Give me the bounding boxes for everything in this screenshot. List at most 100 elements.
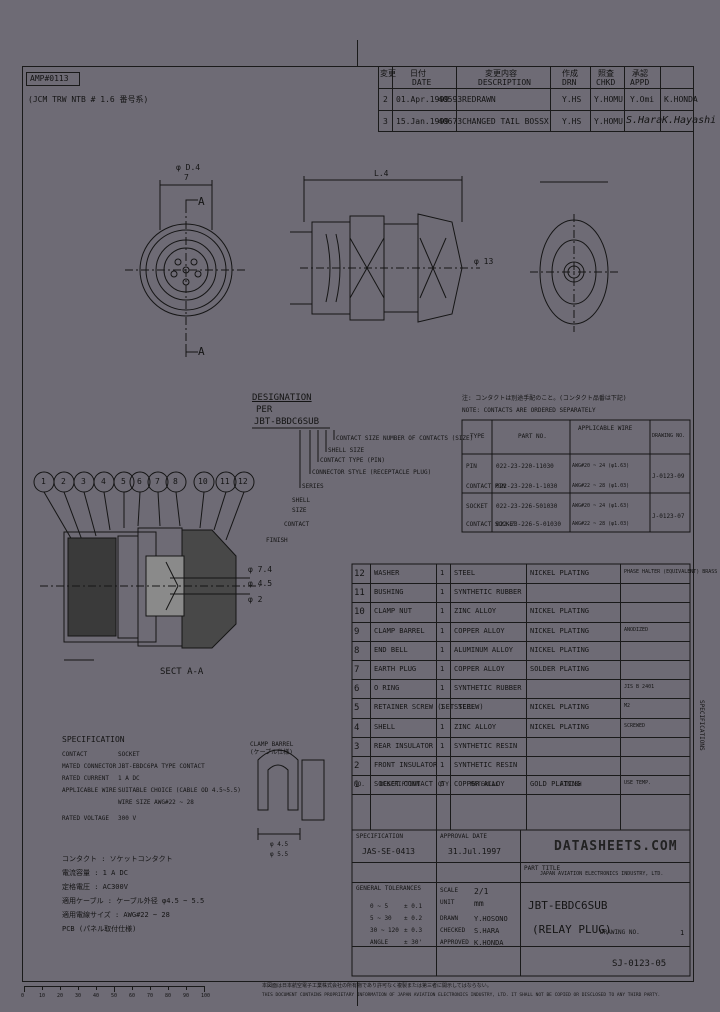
parts-cell-qty: 1 [440,703,445,712]
parts-cell-no: 11 [354,588,365,599]
balloon-number: 2 [61,477,66,486]
parts-cell-name: CLAMP BARREL [374,626,425,635]
parts-cell-material: STEEL [454,703,476,712]
tb-app-label: APPROVAL DATE [440,833,487,840]
tb-unit: mm [474,899,484,908]
parts-cell-no: 7 [354,665,360,675]
parts-header: NO. [354,781,365,789]
rev-h-desc-en: DESCRIPTION [478,78,531,87]
front-dim-phi: φ D.4 [176,163,201,172]
parts-cell-name: RETAINER SCREW (SET SCREW) [374,703,484,712]
parts-cell-note: SCREWED [624,722,646,729]
rev-row-desc: REDRAWN [462,95,496,104]
ct-h-type: TYPE [470,433,485,440]
top-subtitle: (JCM TRW NTB # 1.6 番号系) [28,95,149,104]
spec-val: 300 V [118,815,137,822]
tb-drn: Y.HOSONO [474,915,508,923]
spec-val: SOCKET [118,751,140,758]
parts-cell-no: 1 [354,780,360,791]
footer-en: THIS DOCUMENT CONTAINS PROPRIETARY INFOR… [262,993,661,998]
ct-row-dwg: J-0123-07 [652,513,685,520]
center-mark-bottom [357,982,358,1006]
tb-tol-row: 0 ~ 5 [370,903,389,910]
ruler-label: 0 [21,993,25,999]
parts-cell-finish: NICKEL PLATING [530,626,590,635]
parts-cell-name: EARTH PLUG [374,665,417,673]
parts-cell-material: SYNTHETIC RESIN [454,761,518,769]
parts-cell-no: 9 [354,626,360,637]
ruler-label: 90 [183,993,190,999]
parts-cell-name: REAR INSULATOR [374,741,434,750]
parts-cell-no: 12 [354,569,365,579]
parts-cell-qty: 1 [440,607,445,616]
rev-h-drn-en: DRN [562,78,577,87]
ct-row-wire: AWG#22 ~ 28 (φ1.03) [572,521,630,527]
parts-row-divider [352,621,690,623]
ruler-label: 80 [165,993,172,999]
ruler-tick [96,986,97,990]
rev-h-date-en: DATE [412,78,432,87]
rev-h-chk: 照査 [598,69,614,78]
rev-row-appd2: K.Hayashi [662,115,717,126]
parts-cell-material: ZINC ALLOY [454,722,497,731]
parts-cell-finish: NICKEL PLATING [530,722,590,731]
parts-cell-qty: 1 [440,722,445,731]
section-dim: φ 2 [248,595,263,604]
tb-part-name: (RELAY PLUG) [532,923,612,936]
parts-cell-name: END BELL [374,645,408,654]
spec-key: RATED VOLTAGE [62,815,109,822]
parts-row-divider [352,640,690,642]
parts-row-divider [352,756,690,757]
parts-cell-finish: NICKEL PLATING [530,607,590,616]
ruler-tick [168,986,169,990]
parts-cell-note: M2 [624,703,631,710]
parts-cell-material: COPPER ALLOY [454,780,505,789]
balloon-number: 5 [121,477,126,486]
parts-header: FINISH [560,781,582,789]
rev-row-chk: Y.HOMU [594,95,623,104]
designation-note: SHELL SIZE [328,447,365,454]
rev-h-appd: 承認 [632,69,648,78]
parts-cell-qty: 6 [440,780,445,789]
balloon-number: 10 [198,477,208,486]
ruler-tick [24,986,25,992]
designation-side: FINISH [266,537,288,544]
spec-key: CONTACT [62,751,88,758]
section-arrow-bottom: A [198,345,205,358]
section-label: SECT A-A [160,667,204,677]
ct-row-part: 022-23-220-1-1030 [496,483,558,490]
ct-h-dwg: DRAWING NO. [652,433,686,439]
clamp-dim: φ 5.5 [270,851,289,858]
designation-side: CONTACT [284,521,310,528]
parts-cell-finish: SOLDER PLATING [530,665,590,673]
parts-cell-material: COPPER ALLOY [454,626,505,635]
parts-cell-qty: 1 [440,761,445,769]
designation-note: SERIES [302,483,324,490]
parts-cell-material: ZINC ALLOY [454,607,497,616]
parts-cell-qty: 1 [440,665,445,673]
parts-cell-name: FRONT INSULATOR [374,761,438,769]
parts-cell-finish: NICKEL PLATING [530,645,590,654]
tb-scale-label: SCALE [440,887,459,894]
designation-code: JBT-BBDC6SUB [254,417,320,427]
tb-dwg-label: DRAWING NO. [600,929,640,936]
clamp-title: CLAMP BARREL [250,741,294,748]
tb-tol-val: ± 0.3 [404,927,423,934]
ct-h-part: PART NO. [518,433,547,440]
ruler-label: 50 [111,993,118,999]
parts-cell-note: ANODIZED [624,626,649,633]
tb-tol-label: GENERAL TOLERANCES [356,885,422,892]
spec-val: 1 A DC [118,775,140,782]
tb-tol-row: 30 ~ 120 [370,927,399,934]
parts-cell-no: 2 [354,761,360,771]
balloon-number: 8 [173,477,178,486]
parts-cell-qty: 1 [440,626,445,635]
amp-label-box [26,72,80,86]
spec-jp-heading: コンタクト : ソケットコンタクト [62,855,173,863]
spec-jp-row: 電流容量 : 1 A DC [62,869,128,877]
parts-cell-no: 5 [354,703,360,714]
parts-cell-no: 10 [354,607,365,618]
parts-cell-material: COPPER ALLOY [454,665,505,673]
parts-row-divider [352,736,690,738]
designation-note: CONTACT TYPE (PIN) [320,457,386,464]
